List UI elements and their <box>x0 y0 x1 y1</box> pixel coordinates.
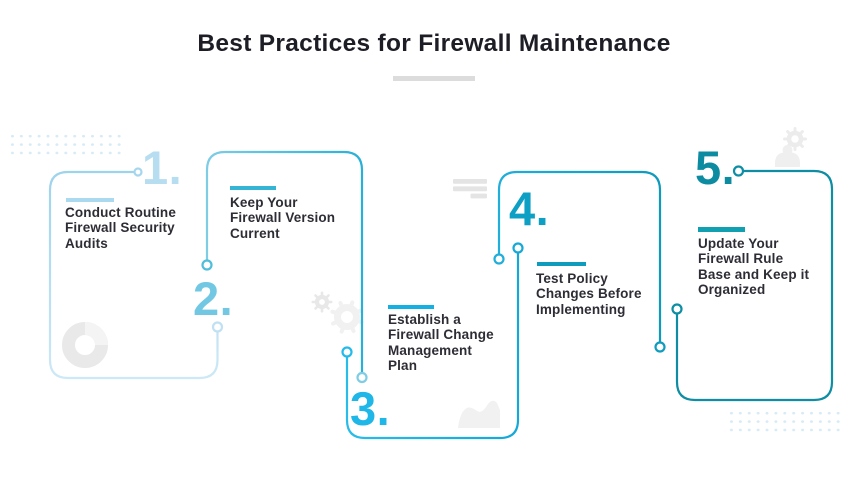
dots-grid-icon <box>727 409 843 433</box>
gears-icon <box>311 291 364 334</box>
connector-node <box>356 371 368 384</box>
step-1-number: 1. <box>142 141 183 194</box>
step-3-number: 3. <box>350 382 391 435</box>
connector-node <box>671 303 683 315</box>
step-5-number: 5. <box>695 141 736 194</box>
title-underline <box>393 76 475 81</box>
step-3-accent-bar <box>388 305 434 309</box>
area-chart-icon <box>458 400 500 428</box>
page-title: Best Practices for Firewall Maintenance <box>197 30 671 57</box>
flow-path-4 <box>497 170 662 349</box>
step-3-label: Establish a Firewall Change Management P… <box>388 312 494 373</box>
step-2-number: 2. <box>193 272 234 325</box>
donut-chart-icon <box>62 322 108 368</box>
step-1-label: Conduct Routine Firewall Security Audits <box>65 205 176 251</box>
user-gear-icon <box>775 127 807 167</box>
dots-grid-icon <box>8 132 122 156</box>
connector-node <box>512 242 524 254</box>
step-5-accent-bar <box>698 227 745 232</box>
flow-path-2 <box>205 150 364 379</box>
connector-node <box>732 165 745 177</box>
step-4-accent-bar <box>537 262 586 266</box>
step-2-accent-bar <box>230 186 276 190</box>
step-2-label: Keep Your Firewall Version Current <box>230 195 336 241</box>
step-5-label: Update Your Firewall Rule Base and Keep … <box>698 236 810 297</box>
flow-path-3 <box>345 246 520 440</box>
connector-node <box>654 341 666 353</box>
flow-path-5 <box>675 169 834 402</box>
connector-node <box>211 321 224 333</box>
connector-node <box>201 259 213 271</box>
connector-node <box>133 167 143 177</box>
step-1-accent-bar <box>66 198 114 202</box>
step-4-number: 4. <box>509 182 550 235</box>
connector-node <box>493 253 505 265</box>
connector-node <box>341 346 353 358</box>
menu-lines-icon <box>453 179 487 199</box>
step-4-label: Test Policy Changes Before Implementing <box>536 271 642 317</box>
flow-path-1 <box>48 170 219 380</box>
